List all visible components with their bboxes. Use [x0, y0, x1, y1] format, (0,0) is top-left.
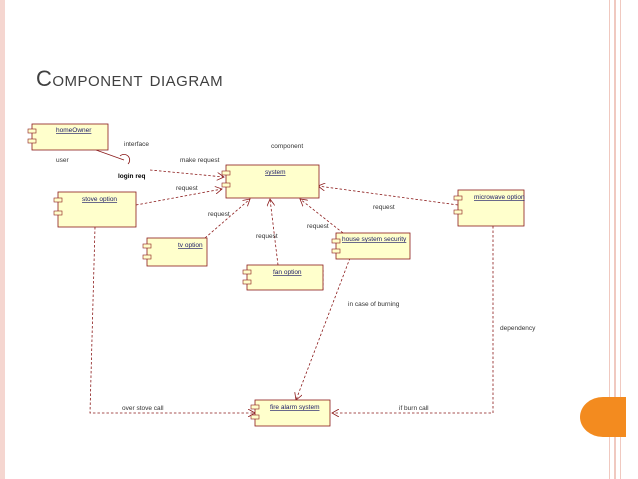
interface-label: interface [124, 141, 149, 148]
request-fan-label: request [256, 233, 278, 240]
edge-security-system [300, 199, 344, 234]
login-req-label: login req [118, 173, 145, 180]
stove-option-label: stove option [82, 196, 117, 203]
edge-microwave-firealarm [332, 226, 494, 413]
component-fire-alarm-system[interactable]: fire alarm system [250, 399, 331, 427]
edge-fan-system [270, 199, 279, 266]
component-stove-option[interactable]: stove option [53, 191, 137, 228]
if-burn-call-label: if burn call [399, 405, 429, 412]
edge-microwave-system [318, 186, 459, 206]
right-border-line-inner [620, 0, 621, 479]
edge-stove-firealarm [89, 226, 255, 413]
homeowner-label: homeOwner [56, 127, 92, 134]
component-tv-option[interactable]: tv option [142, 237, 208, 267]
fan-option-label: fan option [273, 269, 302, 276]
dependency-label: dependency [500, 325, 536, 332]
edge-homeowner-interface [95, 149, 125, 161]
request-stove-label: request [176, 185, 198, 192]
make-request-label: make request [180, 157, 220, 164]
edge-stove-system [135, 189, 222, 206]
microwave-option-label: microwave option [474, 194, 525, 201]
component-microwave-option[interactable]: microwave option [453, 189, 525, 227]
edge-security-firealarm [296, 257, 351, 400]
left-border [0, 0, 5, 479]
edge-login-system [149, 169, 224, 177]
over-stove-call-label: over stove call [122, 405, 164, 412]
in-case-of-burning-label: in case of burning [348, 301, 400, 308]
orange-accent-shape [580, 397, 626, 437]
system-label: system [265, 169, 286, 176]
component-fan-option[interactable]: fan option [242, 264, 324, 291]
house-system-security-label: house system security [342, 236, 407, 243]
slide-title: Component diagram [36, 66, 224, 91]
component-homeowner[interactable]: homeOwner [27, 123, 109, 151]
user-label: user [56, 157, 69, 164]
edge-tv-system [204, 199, 250, 239]
fire-alarm-system-label: fire alarm system [270, 404, 319, 411]
interface-socket [119, 153, 131, 165]
component-system[interactable]: system [221, 164, 320, 199]
tv-option-label: tv option [178, 242, 203, 249]
request-tv-label: request [208, 211, 230, 218]
component-label: component [271, 143, 303, 150]
request-microwave-label: request [373, 204, 395, 211]
right-border-line [614, 0, 616, 479]
component-house-system-security[interactable]: house system security [331, 232, 411, 260]
request-security-label: request [307, 223, 329, 230]
